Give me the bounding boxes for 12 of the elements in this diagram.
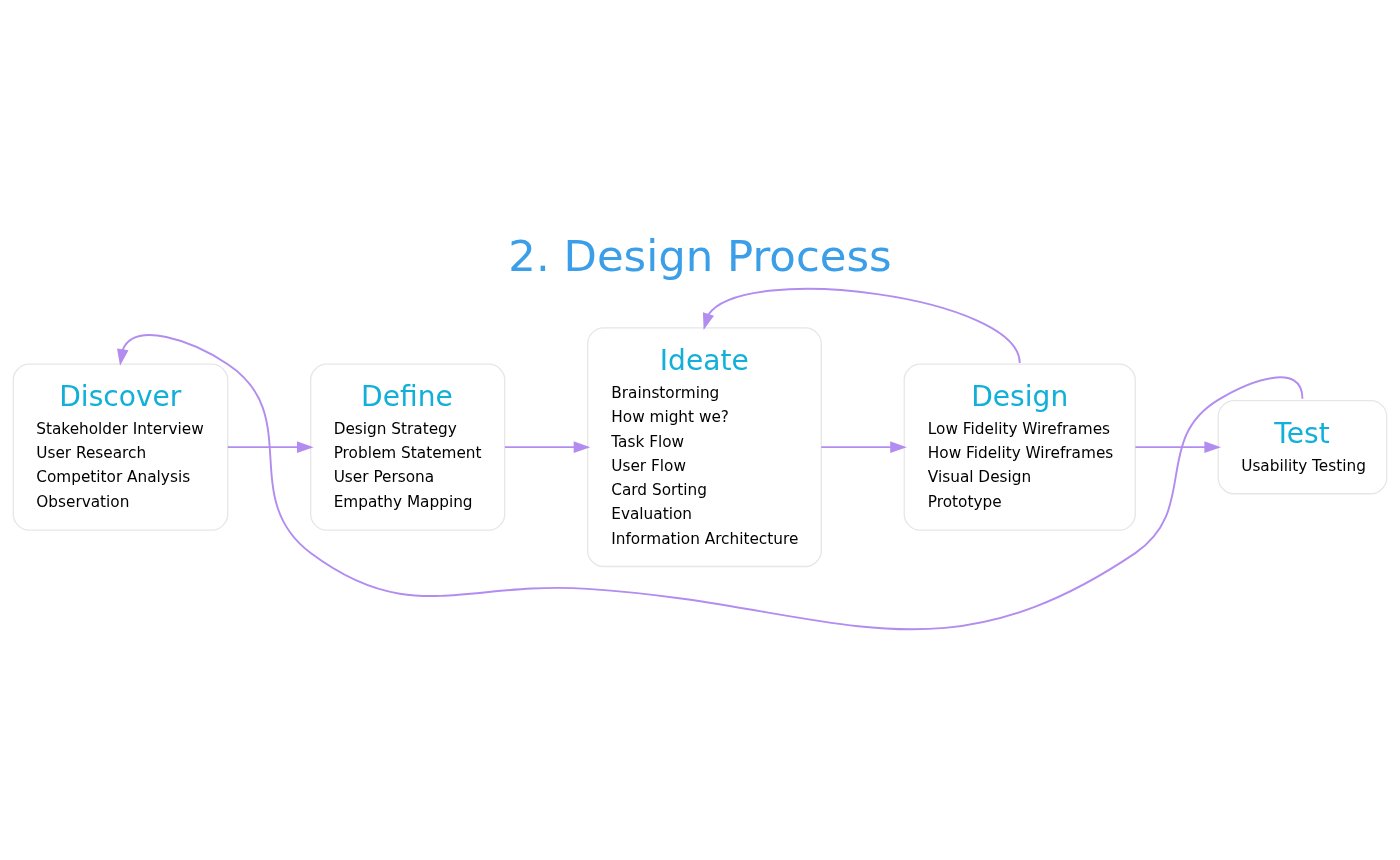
arrow bbox=[117, 333, 1304, 630]
node-box: Define Design Strategy Problem Statement User Persona Empathy Mapping bbox=[310, 363, 506, 531]
node-box: Ideate Brainstorming How might we? Task Flow User Flow Card Sorting Evaluation Information Architecture bbox=[587, 326, 822, 567]
arrow bbox=[702, 287, 1021, 364]
arrow bbox=[503, 440, 591, 453]
arrow bbox=[820, 440, 907, 453]
arrow bbox=[1134, 440, 1221, 453]
node-box: Test Usability Testing bbox=[1217, 399, 1388, 494]
arrow bbox=[226, 440, 314, 453]
node-box: Design Low Fidelity Wireframes How Fidelity Wireframes Visual Design Prototype bbox=[903, 363, 1136, 531]
node-box: Discover Stakeholder Interview User Research Competitor Analysis Observation bbox=[12, 363, 229, 531]
diagram-title: 2. Design Process bbox=[508, 230, 892, 281]
